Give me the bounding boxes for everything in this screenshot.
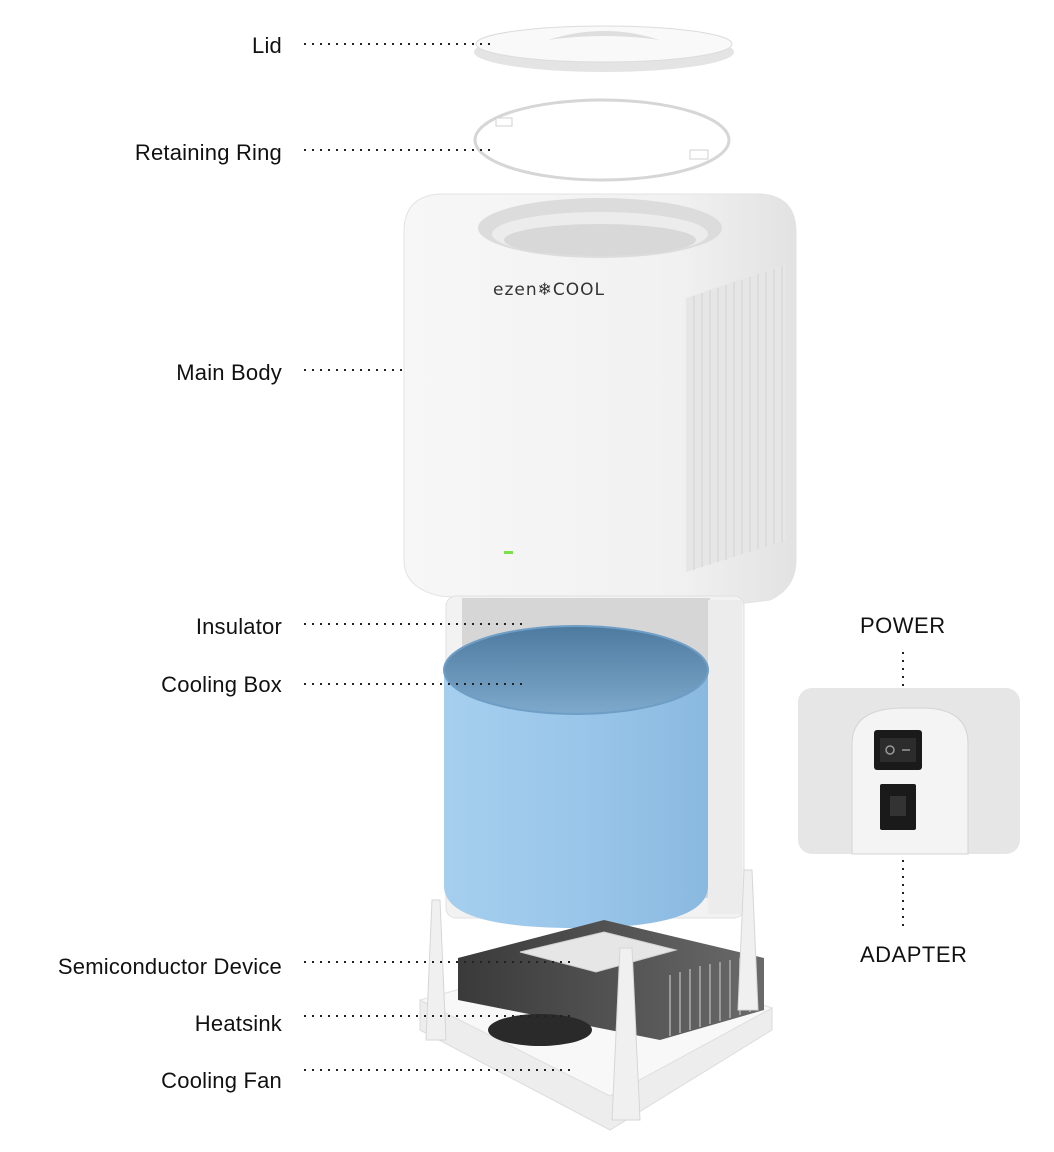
label-lid: Lid bbox=[252, 33, 282, 58]
label-adapter: ADAPTER bbox=[860, 942, 968, 967]
brand-logo-text: ezen❄COOL bbox=[493, 280, 605, 300]
power-adapter-detail bbox=[798, 688, 1020, 855]
label-retaining-ring: Retaining Ring bbox=[134, 140, 282, 165]
label-insulator: Insulator bbox=[195, 614, 282, 639]
status-indicator-light bbox=[504, 551, 513, 554]
cooling-box-part bbox=[443, 625, 709, 928]
label-heatsink: Heatsink bbox=[194, 1011, 282, 1036]
label-cooling-fan: Cooling Fan bbox=[161, 1068, 282, 1093]
base-part bbox=[418, 869, 774, 1131]
leader-lines bbox=[304, 43, 904, 1071]
label-semiconductor-device: Semiconductor Device bbox=[57, 954, 282, 979]
label-power: POWER bbox=[860, 613, 946, 638]
label-cooling-box: Cooling Box bbox=[161, 672, 282, 697]
retaining-ring-part bbox=[473, 98, 731, 182]
lid-part bbox=[474, 25, 734, 72]
label-main-body: Main Body bbox=[176, 360, 282, 385]
main-body-part bbox=[403, 193, 797, 615]
